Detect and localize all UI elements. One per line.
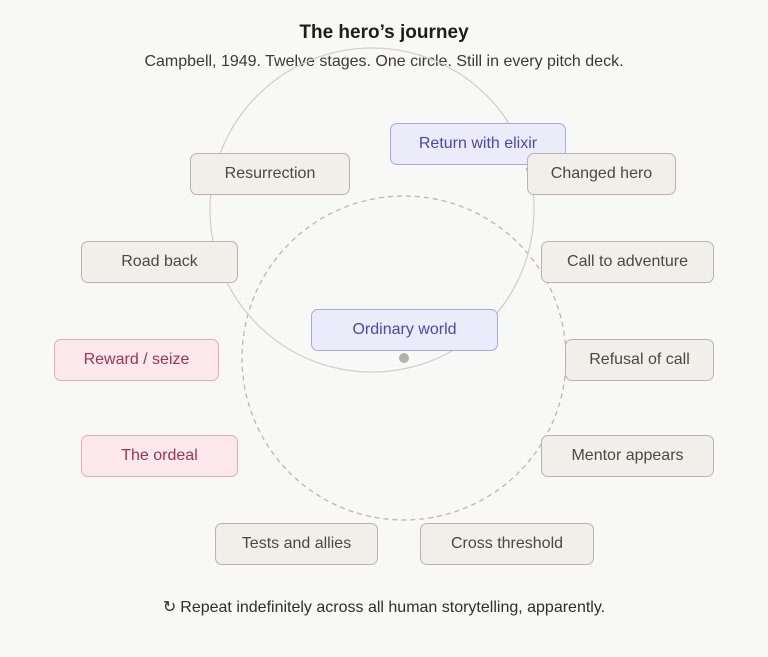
stage-road-back[interactable]: Road back	[81, 241, 238, 283]
footer-note: ↻Repeat indefinitely across all human st…	[0, 597, 768, 617]
repeat-icon: ↻	[162, 599, 177, 616]
stage-reward-seize[interactable]: Reward / seize	[54, 339, 219, 381]
stage-call-to-adventure[interactable]: Call to adventure	[541, 241, 714, 283]
stage-resurrection[interactable]: Resurrection	[190, 153, 350, 195]
footer-text: Repeat indefinitely across all human sto…	[180, 599, 606, 616]
stage-cross-threshold[interactable]: Cross threshold	[420, 523, 594, 565]
diagram-title: The hero’s journey	[299, 22, 469, 43]
upper-solid-circle	[209, 47, 535, 373]
stage-the-ordeal[interactable]: The ordeal	[81, 435, 238, 477]
stage-refusal-of-call[interactable]: Refusal of call	[565, 339, 714, 381]
stage-mentor-appears[interactable]: Mentor appears	[541, 435, 714, 477]
stage-ordinary-world[interactable]: Ordinary world	[311, 309, 498, 351]
center-dot	[399, 353, 409, 363]
stage-changed-hero[interactable]: Changed hero	[527, 153, 676, 195]
diagram-subtitle: Campbell, 1949. Twelve stages. One circl…	[144, 53, 624, 70]
stage-tests-and-allies[interactable]: Tests and allies	[215, 523, 378, 565]
